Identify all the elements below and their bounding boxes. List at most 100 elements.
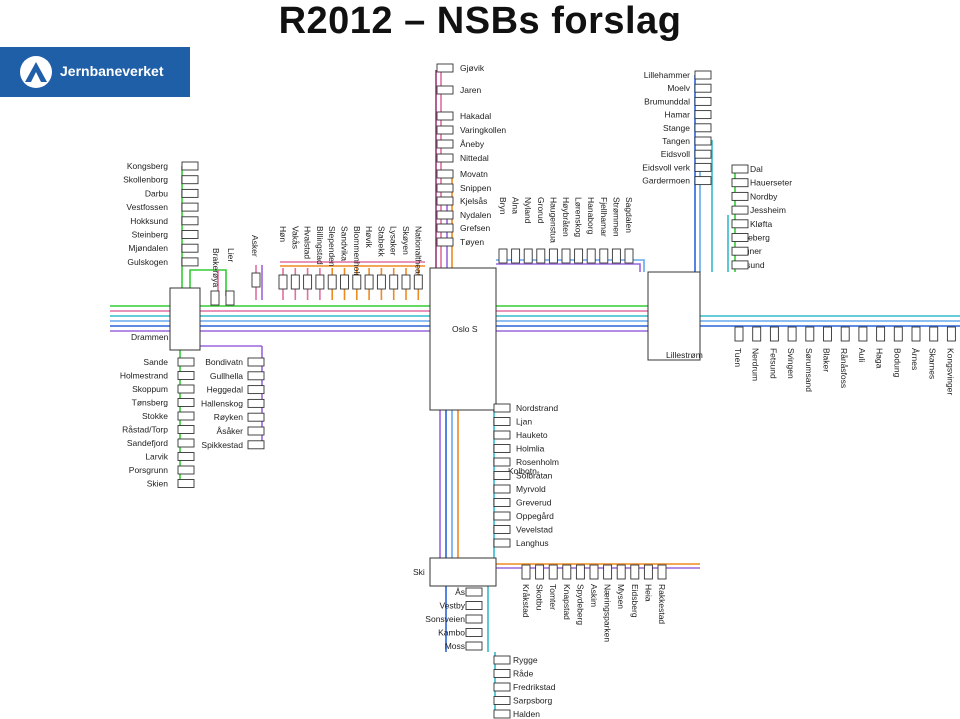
station-marker-steinberg [181, 230, 199, 239]
station-label-bodung: Bodung [892, 348, 902, 378]
station-label-langhus: Langhus [516, 538, 549, 548]
station-marker-oppegard [493, 511, 511, 521]
hub-label-kolbotn: Kolbotn [508, 466, 537, 476]
station-label-brakeroya: Brakerøya [211, 248, 221, 287]
station-marker-rakkestad [657, 564, 667, 580]
station-marker-nydalen [436, 210, 454, 220]
station-marker-sagdalen [624, 248, 634, 264]
station-marker-hvalstad [303, 274, 313, 290]
station-marker-kjelsas [436, 196, 454, 206]
lier-line [189, 269, 227, 296]
station-marker-gjovik [436, 63, 454, 73]
station-label-jessheim: Jessheim [750, 205, 786, 215]
station-marker-heggedal [247, 385, 265, 395]
station-marker-rosenholm [493, 457, 511, 467]
station-marker-jaren [436, 85, 454, 95]
station-marker-stabekk [376, 274, 386, 290]
station-label-royken: Røyken [214, 412, 244, 422]
station-label-hoybraten: Høybråten [561, 197, 571, 237]
station-marker-tomter [548, 564, 558, 580]
station-marker-skoppum [177, 384, 195, 394]
station-marker-skarnes [929, 326, 939, 342]
station-marker-heia [643, 564, 653, 580]
station-label-strommen: Strømmen [611, 197, 621, 237]
station-marker-hon [278, 274, 288, 290]
station-label-varingkollen: Varingkollen [460, 125, 506, 135]
station-label-rastad-torp: Råstad/Torp [122, 425, 168, 435]
station-label-eidsvoll-verk: Eidsvoll verk [642, 162, 690, 172]
station-marker-hakadal [436, 111, 454, 121]
station-marker-spikkestad [247, 440, 265, 450]
hub-box-drammen [169, 287, 201, 351]
station-label-blaker: Blaker [822, 348, 832, 372]
station-label-rygge: Rygge [513, 655, 538, 665]
station-label-sandvika: Sandvika [340, 226, 350, 261]
logo-text: Jernbaneverket [60, 63, 164, 79]
station-marker-dal [731, 164, 749, 174]
station-marker-hauerseter [731, 178, 749, 188]
station-label-sonsveien: Sonsveien [425, 614, 465, 624]
station-label-skarnes: Skarnes [928, 348, 938, 379]
station-label-dal: Dal [750, 164, 763, 174]
station-marker-fjellhamar [599, 248, 609, 264]
station-marker-stokke [177, 411, 195, 421]
station-label-vestby: Vestby [439, 601, 465, 611]
station-marker-hoybraten [561, 248, 571, 264]
station-label-hovik: Høvik [364, 226, 374, 248]
station-marker-royken [247, 412, 265, 422]
station-marker-hovik [364, 274, 374, 290]
station-label-skoyen: Skøyen [401, 226, 411, 255]
station-label-kongsberg: Kongsberg [127, 161, 168, 171]
station-label-skoppum: Skoppum [132, 384, 168, 394]
station-marker-nyland [523, 248, 533, 264]
station-label-skollenborg: Skollenborg [123, 175, 168, 185]
station-marker-aneby [436, 139, 454, 149]
station-label-asaker: Åsåker [217, 426, 244, 436]
station-label-haga: Haga [875, 348, 885, 369]
hub-box-oslo [429, 267, 497, 411]
station-label-fjellhamar: Fjellhamar [599, 197, 609, 237]
station-marker-svingen [787, 326, 797, 342]
station-label-gjovik: Gjøvik [460, 63, 485, 73]
station-marker-blommenholm [352, 274, 362, 290]
station-label-spydeberg: Spydeberg [575, 584, 585, 625]
station-label-lindeberg: Lindeberg [732, 233, 770, 243]
station-marker-lillehammer [694, 70, 712, 80]
station-marker-holmlia [493, 444, 511, 453]
page-title: R2012 – NSBs forslag [278, 0, 682, 42]
station-marker-skoyen [401, 274, 411, 290]
station-marker-sandefjord [177, 438, 195, 448]
station-label-holmlia: Holmlia [516, 444, 545, 454]
station-label-grorud: Grorud [536, 197, 546, 224]
station-label-brumunddal: Brumunddal [644, 96, 690, 106]
station-marker-mysen [616, 564, 626, 580]
station-label-askim: Askim [589, 584, 599, 607]
station-label-grefsen: Grefsen [460, 223, 491, 233]
station-label-heggedal: Heggedal [207, 385, 244, 395]
station-marker-vakas [290, 274, 300, 290]
station-label-sarpsborg: Sarpsborg [513, 696, 552, 706]
station-marker-sonsveien [465, 614, 483, 624]
station-marker-ranasfoss [840, 326, 850, 342]
station-label-holmestrand: Holmestrand [120, 371, 168, 381]
station-marker-eidsvoll [694, 149, 712, 159]
station-label-svingen: Svingen [786, 348, 796, 379]
station-marker-brumunddal [694, 96, 712, 106]
station-label-haugenstua: Haugenstua [548, 197, 558, 243]
station-marker-skollenborg [181, 175, 199, 185]
station-label-blommenholm: Blommenholm [352, 226, 362, 280]
station-marker-krakstad [521, 564, 531, 580]
station-label-stokke: Stokke [142, 411, 168, 421]
station-marker-spydeberg [575, 564, 585, 580]
hub-label-drammen: Drammen [131, 332, 169, 342]
station-marker-lier [225, 290, 235, 306]
station-marker-vevelstad [493, 525, 511, 534]
station-label-knapstad: Knapstad [562, 584, 572, 620]
station-label-rade: Råde [513, 669, 534, 679]
station-label-tuen: Tuen [733, 348, 743, 367]
station-label-nerdrum: Nerdrum [751, 348, 761, 381]
station-marker-kongsvinger [946, 326, 956, 342]
station-marker-snippen [436, 183, 454, 193]
